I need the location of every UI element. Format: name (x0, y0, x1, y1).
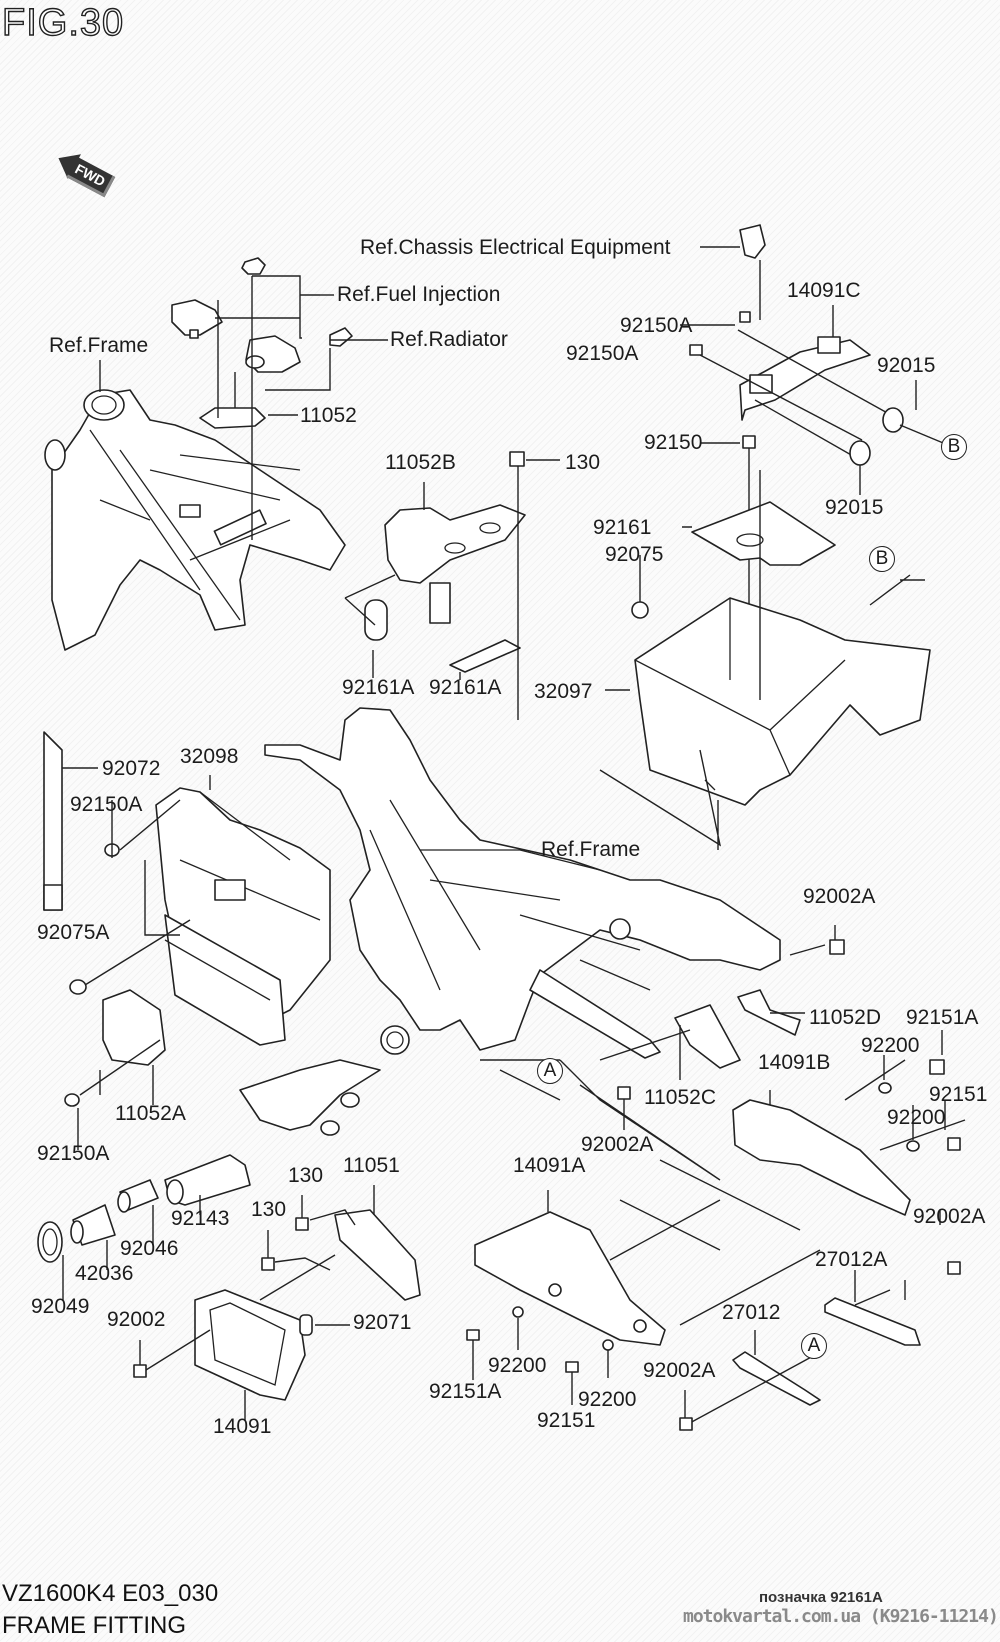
part-label-92151A: 92151A (906, 1006, 979, 1029)
section-name: FRAME FITTING (2, 1612, 186, 1639)
part-label-11052D: 11052D (809, 1006, 882, 1029)
part-label-92002A: 92002A (643, 1359, 716, 1382)
part-label-92151A: 92151A (429, 1380, 502, 1403)
part-label-92200: 92200 (861, 1034, 920, 1057)
part-label-92002A: 92002A (913, 1205, 986, 1228)
part-label-92200: 92200 (488, 1354, 547, 1377)
brackets-27012 (679, 1261, 961, 1431)
part-label-130: 130 (288, 1164, 324, 1187)
part-label-92002A: 92002A (803, 885, 876, 908)
part-label-92071: 92071 (353, 1311, 412, 1334)
chain-guard-14091A (466, 1159, 821, 1405)
ref-radiator: Ref.Radiator (390, 328, 508, 351)
figure-title: FIG.30 (1, 1, 125, 44)
part-label-92200: 92200 (578, 1388, 637, 1411)
part-label-92072: 92072 (102, 757, 161, 780)
part-label-14091A: 14091A (513, 1154, 586, 1177)
battery-case-32097 (599, 470, 931, 850)
main-frame (239, 707, 781, 1136)
part-label-92002A: 92002A (581, 1133, 654, 1156)
part-label-92150A: 92150A (37, 1142, 110, 1165)
watermark-note: позначка 92161A (759, 1589, 883, 1606)
ref-frame-top: Ref.Frame (49, 334, 149, 357)
cover-14091 (133, 1185, 421, 1420)
connection-marker-a: A (537, 1058, 563, 1084)
part-label-11052A: 11052A (115, 1102, 186, 1125)
part-label-92150A: 92150A (620, 314, 693, 337)
part-label-92161A: 92161A (342, 676, 415, 699)
part-label-92075: 92075 (605, 543, 664, 566)
connection-marker-a: A (801, 1333, 827, 1359)
part-label-11052C: 11052C (644, 1086, 717, 1109)
model-code: VZ1600K4 E03_030 (2, 1580, 219, 1607)
part-label-11052: 11052 (300, 404, 357, 427)
part-label-27012: 27012 (722, 1301, 781, 1324)
rear-fender-bracket-14091C (680, 224, 949, 745)
part-label-14091: 14091 (213, 1415, 272, 1438)
part-label-92150A: 92150A (70, 793, 143, 816)
frame-front-section (44, 389, 346, 651)
part-label-92150: 92150 (644, 431, 703, 454)
part-label-92150A: 92150A (566, 342, 639, 365)
part-label-42036: 42036 (75, 1262, 134, 1285)
battery-box-32098 (64, 775, 331, 1150)
part-label-130: 130 (251, 1198, 287, 1221)
part-label-130: 130 (565, 451, 601, 474)
part-label-92049: 92049 (31, 1295, 90, 1318)
part-label-32098: 32098 (180, 745, 239, 768)
part-label-92200: 92200 (887, 1106, 946, 1129)
part-label-14091C: 14091C (787, 279, 861, 302)
part-label-92046: 92046 (120, 1237, 179, 1260)
part-label-92161A: 92161A (429, 676, 502, 699)
part-label-92143: 92143 (171, 1207, 230, 1230)
connection-marker-b: B (941, 434, 967, 460)
part-label-92075A: 92075A (37, 921, 110, 944)
fuel-injection-sensors (171, 257, 388, 540)
bracket-11052B (344, 451, 560, 720)
part-label-32097: 32097 (534, 680, 593, 703)
ref-fuel-injection: Ref.Fuel Injection (337, 283, 501, 306)
part-label-14091B: 14091B (758, 1051, 831, 1074)
part-label-92015: 92015 (825, 496, 884, 519)
ref-chassis-electrical-equipment: Ref.Chassis Electrical Equipment (360, 236, 671, 259)
watermark-site: motokvartal.com.ua (K9216-11214) (683, 1606, 999, 1627)
part-label-27012A: 27012A (815, 1248, 888, 1271)
part-label-92002: 92002 (107, 1308, 166, 1331)
part-label-92015: 92015 (877, 354, 936, 377)
part-label-92151: 92151 (929, 1083, 988, 1106)
part-label-11052B: 11052B (385, 451, 456, 474)
connection-marker-b: B (869, 546, 895, 572)
pivot-bushings (37, 1154, 251, 1300)
chain-guard-14091B (480, 925, 966, 1225)
ref-frame-mid: Ref.Frame (541, 838, 641, 861)
part-label-92161: 92161 (593, 516, 652, 539)
strap-92072 (43, 731, 98, 911)
part-label-11051: 11051 (343, 1154, 400, 1177)
part-label-92151: 92151 (537, 1409, 596, 1432)
